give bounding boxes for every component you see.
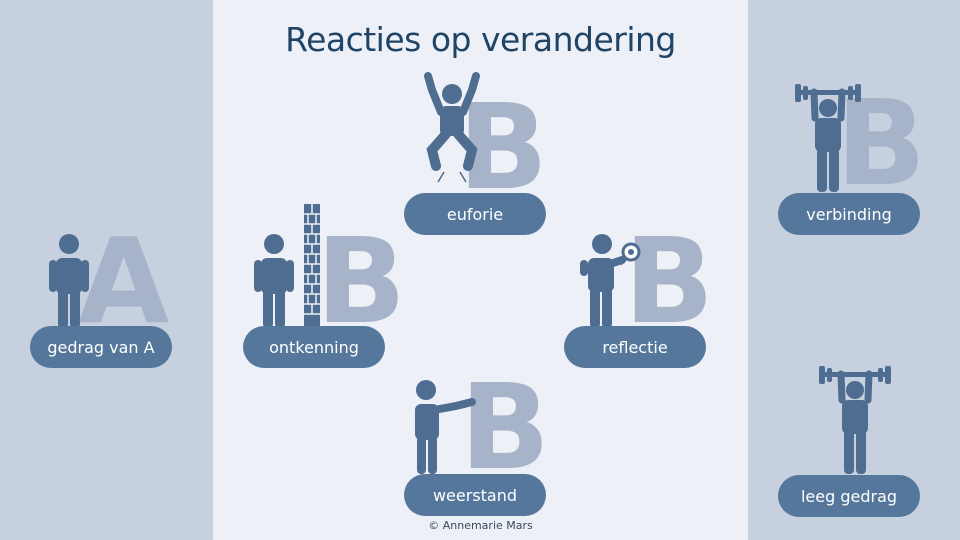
magnifier-person-icon bbox=[580, 234, 641, 328]
stage-pill-verbinding: verbinding bbox=[778, 193, 920, 235]
center-panel bbox=[213, 0, 748, 540]
standing-person-icon bbox=[49, 234, 89, 328]
copyright-notice: © Annemarie Mars bbox=[428, 519, 533, 532]
letter-b-ontkenning: B bbox=[316, 212, 406, 350]
stage-pill-ontkenning: ontkenning bbox=[243, 326, 385, 368]
stage-pill-euforie: euforie bbox=[404, 193, 546, 235]
stage-pill-reflectie: reflectie bbox=[564, 326, 706, 368]
pushing-person-icon bbox=[415, 380, 476, 474]
jumping-person-icon bbox=[424, 72, 480, 183]
stage-pill-leeg-gedrag: leeg gedrag bbox=[778, 475, 920, 517]
letter-b-weerstand: B bbox=[460, 358, 550, 496]
letter-a: A bbox=[78, 212, 170, 350]
side-panel-left bbox=[0, 0, 213, 540]
letter-b-reflectie: B bbox=[624, 212, 714, 350]
stage-pill-gedrag-van-a: gedrag van A bbox=[30, 326, 172, 368]
diagram-title: Reacties op verandering bbox=[285, 20, 676, 59]
brick-wall-icon bbox=[304, 204, 320, 328]
weightlifter-icon bbox=[795, 84, 861, 192]
stage-pill-weerstand: weerstand bbox=[404, 474, 546, 516]
standing-person-icon bbox=[254, 234, 294, 328]
weightlifter-icon bbox=[819, 366, 891, 474]
letter-b-verbinding: B bbox=[836, 74, 926, 212]
